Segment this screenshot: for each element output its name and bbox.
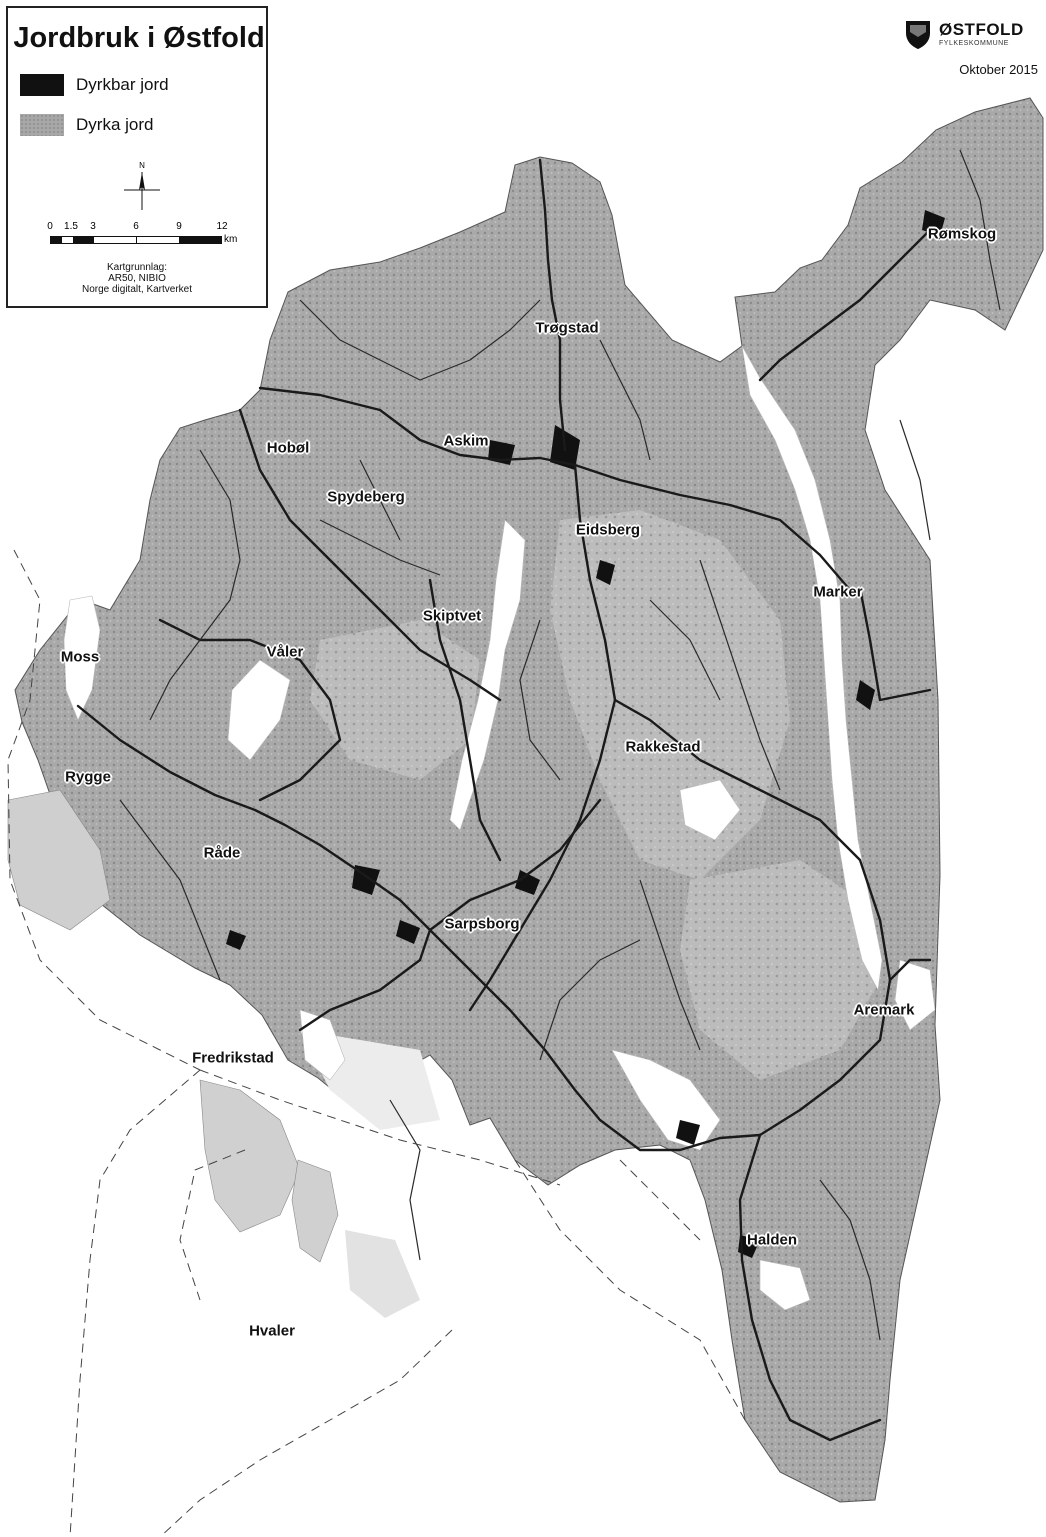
place-label[interactable]: Hvaler [249,1322,295,1340]
place-label[interactable]: Trøgstad [535,319,599,337]
place-label[interactable]: Fredrikstad [192,1049,274,1067]
place-label[interactable]: Askim [443,432,489,450]
place-label[interactable]: Moss [60,648,100,666]
place-label[interactable]: Sarpsborg [444,915,520,933]
place-label[interactable]: Marker [813,583,863,601]
coastal-islands [199,1079,301,1233]
scale-tick-label: 9 [176,221,182,232]
scale-bar [50,236,222,244]
scale-tick-label: 12 [216,221,228,232]
north-label: N [139,161,145,170]
lakes-and-rivers [63,345,936,1311]
road-network [76,158,932,1442]
map-title: Jordbruk i Østfold [13,22,265,54]
place-label[interactable]: Rygge [65,768,111,786]
place-label[interactable]: Aremark [853,1001,915,1019]
secondary-roads [119,149,1001,1341]
coastal-islands [291,1159,339,1263]
place-label[interactable]: Råde [203,844,241,862]
legend-panel: Jordbruk i Østfold Dyrkbar jord Dyrka jo… [6,6,268,308]
scale-unit: km [224,234,238,245]
map-date: Oktober 2015 [959,62,1038,77]
legend-label-dyrkbar-jord: Dyrkbar jord [76,75,169,94]
scale-bar-ticks: 0 1.5 3 6 9 12 [40,221,240,235]
ostfold-logo: ØSTFOLD FYLKESKOMMUNE [905,20,1040,60]
sea-boundary-lines [7,549,746,1537]
coastal-islands [7,789,111,931]
land-patch [680,860,880,1080]
land-patch [550,510,790,880]
legend-swatch-dyrkbar-jord [20,74,64,96]
place-label[interactable]: Rømskog [927,225,997,243]
scale-tick-label: 0 [47,221,53,232]
place-label[interactable]: Hobøl [266,439,310,457]
scale-tick-label: 3 [90,221,96,232]
north-arrow-icon: N [124,161,160,210]
county-shield-icon [906,21,930,49]
place-label[interactable]: Våler [266,643,304,661]
place-label[interactable]: Eidsberg [575,521,641,539]
place-label[interactable]: Spydeberg [327,488,405,506]
county-land-area [14,97,1044,1503]
source-line: AR50, NIBIO [108,273,166,284]
legend-label-dyrka-jord: Dyrka jord [76,115,154,134]
land-patch [345,1230,420,1318]
scale-tick-label: 6 [133,221,139,232]
logo-subtitle: FYLKESKOMMUNE [939,40,1009,47]
source-line: Kartgrunnlag: [106,262,168,273]
legend-swatch-dyrka-jord [20,114,64,136]
scale-tick-label: 1.5 [64,221,78,232]
place-label[interactable]: Rakkestad [625,738,701,756]
source-line: Norge digitalt, Kartverket [81,284,193,295]
place-label[interactable]: Halden [746,1231,798,1249]
place-label[interactable]: Skiptvet [422,607,482,625]
map-source: Kartgrunnlag: AR50, NIBIO Norge digitalt… [8,262,266,295]
logo-name: ØSTFOLD [939,20,1024,39]
